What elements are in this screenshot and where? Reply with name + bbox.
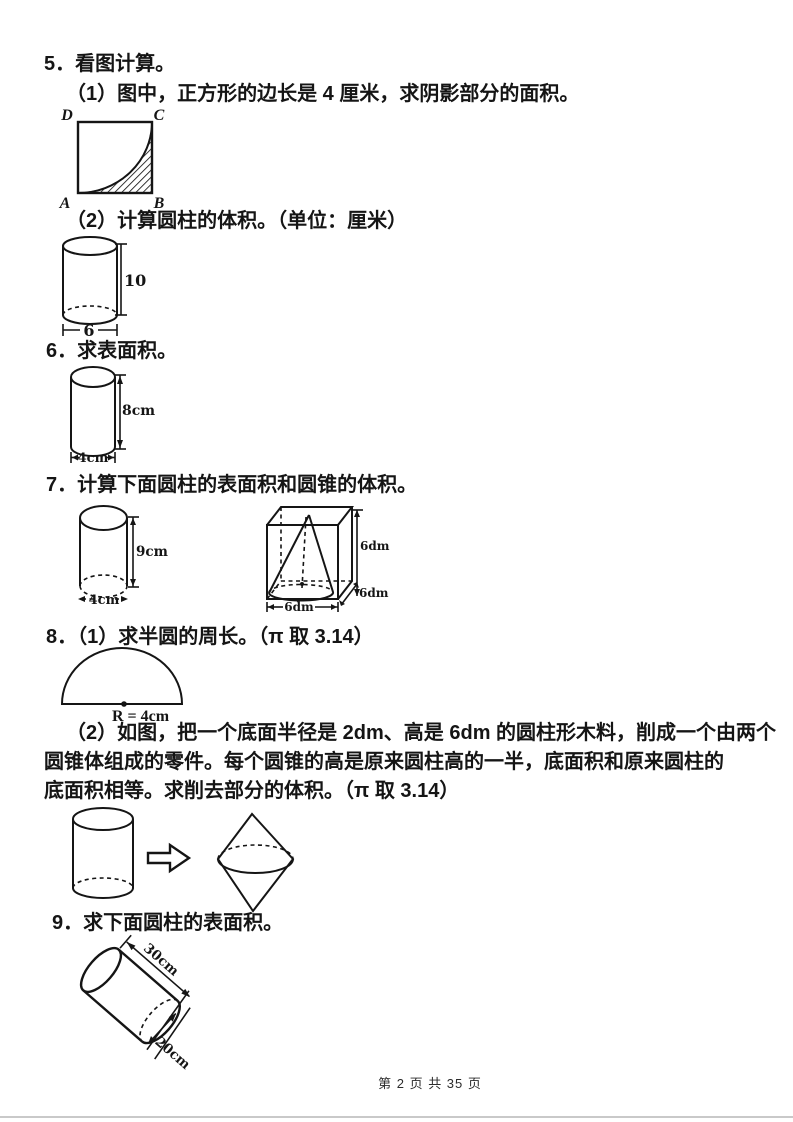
shaded-region — [77, 121, 153, 194]
length-dim-line — [126, 941, 190, 998]
cylinder-top — [72, 807, 134, 831]
square-outline — [76, 120, 154, 195]
problem-6-title: 6．求表面积。 — [46, 340, 178, 362]
problem-7-title: 7．计算下面圆柱的表面积和圆锥的体积。 — [46, 474, 418, 496]
box-depth-label: 6dm — [359, 586, 389, 600]
page-number-footer: 第 2 页 共 35 页 — [378, 1076, 482, 1091]
cylinder-bottom-front — [62, 314, 118, 325]
diameter-label: 4cm — [78, 451, 109, 466]
figure-cylinder-p5: 10 6 — [62, 236, 146, 340]
figure-cone-in-box: 6dm 6dm 6dm — [266, 506, 390, 614]
cone-base-back — [268, 583, 334, 594]
problem-9-title: 9．求下面圆柱的表面积。 — [52, 912, 284, 934]
problem-5-part2-text: （2）计算圆柱的体积。（单位：厘米） — [66, 210, 408, 232]
figure-cylinder-to-bicone — [72, 807, 295, 913]
figure-cylinder-p7: 9cm 4cm — [78, 505, 168, 608]
corner-label-b: B — [153, 195, 165, 212]
cylinder-top — [70, 366, 116, 388]
cylinder-end-front — [141, 999, 181, 1045]
height-label: 9cm — [136, 544, 168, 560]
bicone-equator-front — [217, 858, 294, 874]
height-label: 8cm — [122, 403, 155, 419]
problem-8-part2-line3: 底面积相等。求削去部分的体积。（π 取 3.14） — [44, 780, 460, 802]
diameter-label: 4cm — [89, 593, 120, 608]
cylinder-bottom-back — [62, 305, 118, 316]
corner-label-a: A — [59, 195, 71, 212]
cylinder-bottom-front — [72, 887, 134, 899]
cylinder-top — [62, 236, 118, 256]
figure-semicircle: R = 4cm — [60, 647, 184, 725]
cylinder-top — [79, 505, 128, 531]
box-hidden-edge — [266, 580, 282, 600]
problem-8-part2-line2: 圆锥体组成的零件。每个圆锥的高是原来圆柱高的一半，底面积和原来圆柱的 — [44, 751, 724, 773]
page-bottom-edge — [0, 1116, 793, 1118]
transform-arrow-icon — [146, 842, 192, 874]
center-dot — [121, 701, 127, 707]
problem-5-part1-text: （1）图中，正方形的边长是 4 厘米，求阴影部分的面积。 — [66, 83, 580, 105]
radius-label: R = 4cm — [112, 708, 170, 725]
bicone-equator-back — [217, 844, 294, 860]
cylinder-bottom-back — [72, 877, 134, 889]
corner-label-c: C — [154, 107, 165, 124]
problem-8-part2-line1: （2）如图，把一个底面半径是 2dm、高是 6dm 的圆柱形木料，削成一个由两个 — [66, 722, 777, 744]
cylinder-bottom-front — [70, 446, 116, 457]
figure-square-shaded: D C A B — [59, 107, 165, 212]
quarter-circle-arc — [77, 121, 153, 194]
figure-tilted-cylinder: 30cm 20cm — [79, 934, 193, 1073]
height-label: 10 — [124, 271, 146, 290]
corner-label-d: D — [60, 107, 73, 124]
cylinder-end-back — [139, 998, 179, 1043]
box-top-face — [266, 506, 355, 526]
box-width-label: 6dm — [284, 600, 314, 614]
cone-base-front — [268, 591, 335, 602]
base-center-dot — [300, 582, 304, 586]
semicircle-outline — [60, 647, 184, 705]
bicone-outline — [216, 812, 295, 913]
cylinder-bottom-back — [79, 574, 128, 587]
box-height-label: 6dm — [360, 539, 390, 553]
figure-cylinder-p6: 8cm 4cm — [70, 366, 155, 466]
cone-right-slant — [308, 514, 334, 593]
cone-left-slant — [268, 514, 310, 594]
box-depth-dim — [340, 583, 358, 606]
problem-5-title: 5．看图计算。 — [44, 53, 176, 75]
diameter-label: 6 — [83, 321, 94, 340]
problem-8-part1-title: 8．（1）求半圆的周长。（π 取 3.14） — [46, 626, 374, 648]
